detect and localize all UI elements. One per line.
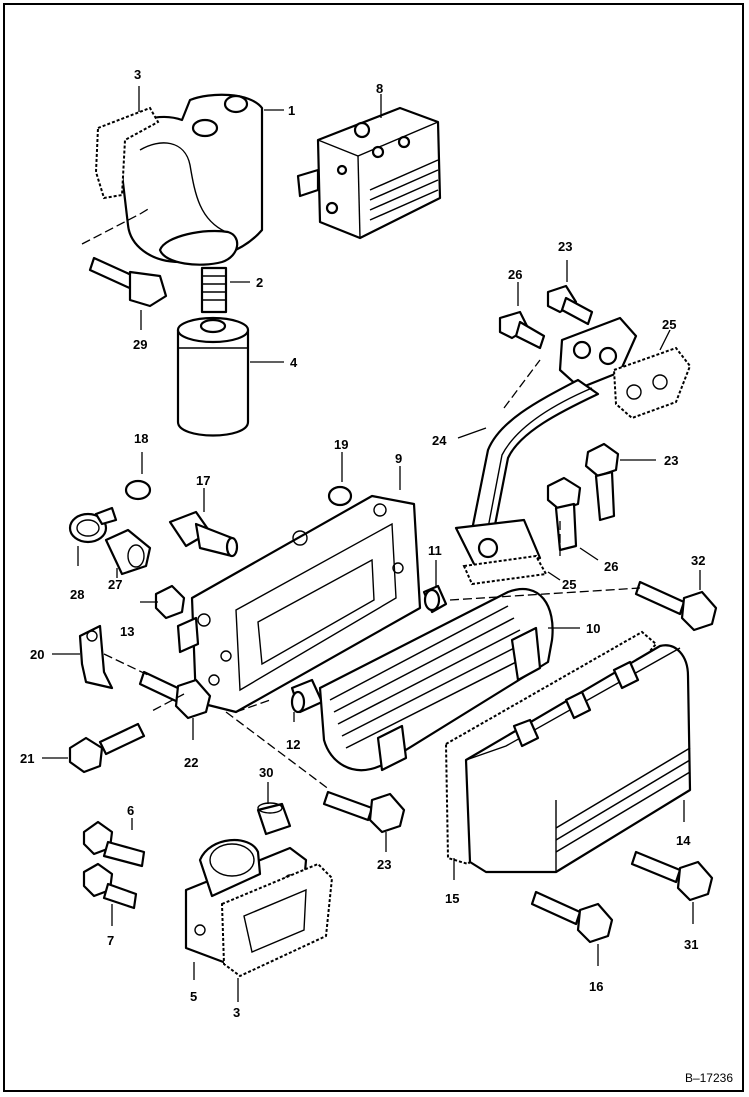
callout-15: 15 — [445, 891, 460, 906]
part-18-o-ring — [124, 479, 152, 501]
drawing-reference-code: B–17236 — [684, 1071, 733, 1085]
callout-29: 29 — [133, 337, 148, 352]
part-4-oil-filter — [176, 316, 250, 437]
part-20-bracket — [78, 624, 114, 690]
callout-5: 5 — [190, 989, 198, 1004]
part-25-gasket-lower — [462, 554, 548, 586]
callout-28: 28 — [70, 587, 85, 602]
part-3-gasket-lower — [220, 862, 334, 978]
part-25-gasket-upper — [612, 346, 692, 420]
leader-lines — [42, 86, 701, 1002]
callout-30: 30 — [259, 765, 274, 780]
callout-3-lower: 3 — [233, 1005, 241, 1020]
callout-4: 4 — [290, 355, 298, 370]
callout-3-upper: 3 — [134, 67, 142, 82]
part-31-bolt — [630, 850, 714, 902]
callout-16: 16 — [589, 979, 604, 994]
callout-10: 10 — [586, 621, 601, 636]
callout-22: 22 — [184, 755, 199, 770]
callout-25-upper: 25 — [662, 317, 677, 332]
callout-32: 32 — [691, 553, 706, 568]
part-30-plug — [256, 802, 292, 836]
callout-13: 13 — [120, 624, 135, 639]
callout-21: 21 — [20, 751, 35, 766]
callout-27: 27 — [108, 577, 123, 592]
part-12-fitting — [290, 678, 324, 714]
part-10-oil-cooler — [318, 588, 554, 772]
callout-23-right: 23 — [664, 453, 679, 468]
callout-26-upper: 26 — [508, 267, 523, 282]
part-19-o-ring — [327, 485, 353, 507]
part-6-bolt — [82, 820, 146, 868]
callout-23-upper: 23 — [558, 239, 573, 254]
part-29-bolt — [88, 256, 168, 308]
callout-1: 1 — [288, 103, 296, 118]
part-11-fitting — [422, 584, 448, 614]
part-8-valve-block — [296, 106, 442, 240]
callout-7: 7 — [107, 933, 115, 948]
part-26-bolt-vertical — [546, 476, 582, 552]
diagram-frame — [3, 3, 744, 1092]
part-17-sensor — [168, 510, 239, 558]
part-23-bolt-lower — [322, 790, 406, 834]
part-21-bolt — [68, 722, 146, 774]
callout-25-lower: 25 — [562, 577, 577, 592]
part-27-fitting — [104, 528, 152, 576]
callout-11: 11 — [428, 543, 442, 558]
part-32-bolt — [634, 580, 718, 632]
part-7-bolt — [82, 862, 138, 910]
callout-19: 19 — [334, 437, 349, 452]
part-28-hose-clamp — [68, 506, 118, 544]
callout-17: 17 — [196, 473, 211, 488]
part-13-plug — [154, 584, 186, 620]
part-26-bolt-upper — [498, 310, 546, 350]
callout-24: 24 — [432, 433, 447, 448]
callout-12: 12 — [286, 737, 301, 752]
part-16-bolt — [530, 890, 614, 944]
callout-23-lower: 23 — [377, 857, 392, 872]
callout-6: 6 — [127, 803, 135, 818]
callout-2: 2 — [256, 275, 264, 290]
part-22-bolt — [138, 670, 212, 720]
callout-9: 9 — [395, 451, 403, 466]
part-9-adapter-plate — [176, 494, 422, 714]
callout-14: 14 — [676, 833, 691, 848]
callout-26-lower: 26 — [604, 559, 619, 574]
callout-18: 18 — [134, 431, 149, 446]
part-3-gasket-upper — [94, 106, 160, 200]
part-23-bolt-upper — [546, 284, 594, 326]
callout-31: 31 — [684, 937, 699, 952]
callout-8: 8 — [376, 81, 384, 96]
part-1-elbow-housing — [116, 93, 264, 266]
part-2-threaded-nipple — [200, 266, 228, 314]
part-23-bolt-vertical — [584, 442, 620, 522]
callout-20: 20 — [30, 647, 45, 662]
part-24-oil-pipe — [454, 316, 638, 570]
assembly-lines — [81, 207, 641, 791]
part-14-oil-pan — [464, 644, 692, 874]
